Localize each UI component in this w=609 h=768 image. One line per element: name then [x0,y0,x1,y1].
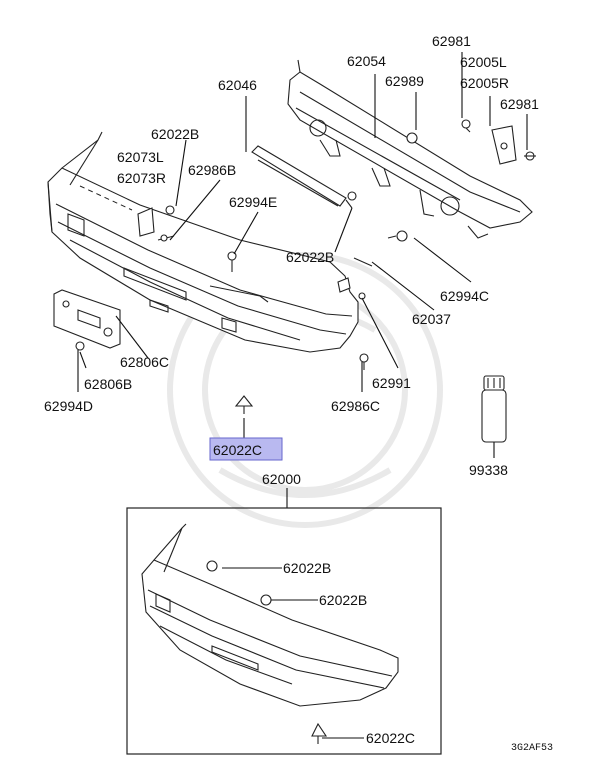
bumper-reinforcement-62054 [287,59,533,239]
label-62806B: 62806B [84,376,132,392]
leader-lines [77,52,528,739]
bumper-assembly-62000 [141,523,399,744]
label-62000: 62000 [262,471,301,487]
label-62991: 62991 [372,375,411,391]
label-99338: 99338 [469,462,508,478]
fastener-screws [75,119,536,414]
clip-62073 [137,207,155,237]
label-62022B-left: 62022B [151,126,199,142]
label-62989: 62989 [385,73,424,89]
label-62994D: 62994D [44,398,93,414]
bracket-strip-62046 [251,145,347,207]
label-62022C-box: 62022C [366,730,415,746]
label-62022C-highlighted: 62022C [213,442,262,458]
label-62037: 62037 [412,311,451,327]
label-62005L: 62005L [460,54,507,70]
label-62054: 62054 [347,53,386,69]
label-62981-right: 62981 [500,96,539,112]
label-62022B-mid: 62022B [286,249,334,265]
assembly-box-62000 [126,507,442,755]
label-62981-top: 62981 [432,33,471,49]
label-62022B-box-1: 62022B [283,560,331,576]
paint-bottle-99338 [481,375,507,443]
label-62005R: 62005R [460,75,509,91]
label-62022B-box-2: 62022B [319,592,367,608]
label-62986C: 62986C [331,398,380,414]
side-mount-plate-62806C [53,289,121,349]
bracket-62005 [491,125,517,165]
label-62986B: 62986B [188,162,236,178]
label-62994C: 62994C [440,288,489,304]
label-62073L: 62073L [117,149,164,165]
label-62806C: 62806C [120,354,169,370]
label-62073R: 62073R [117,170,166,186]
front-bumper-shell [47,131,359,353]
label-62046: 62046 [218,77,257,93]
diagram-code: 3G2AF53 [511,743,553,754]
highlight-box [209,437,283,461]
label-62994E: 62994E [229,194,277,210]
